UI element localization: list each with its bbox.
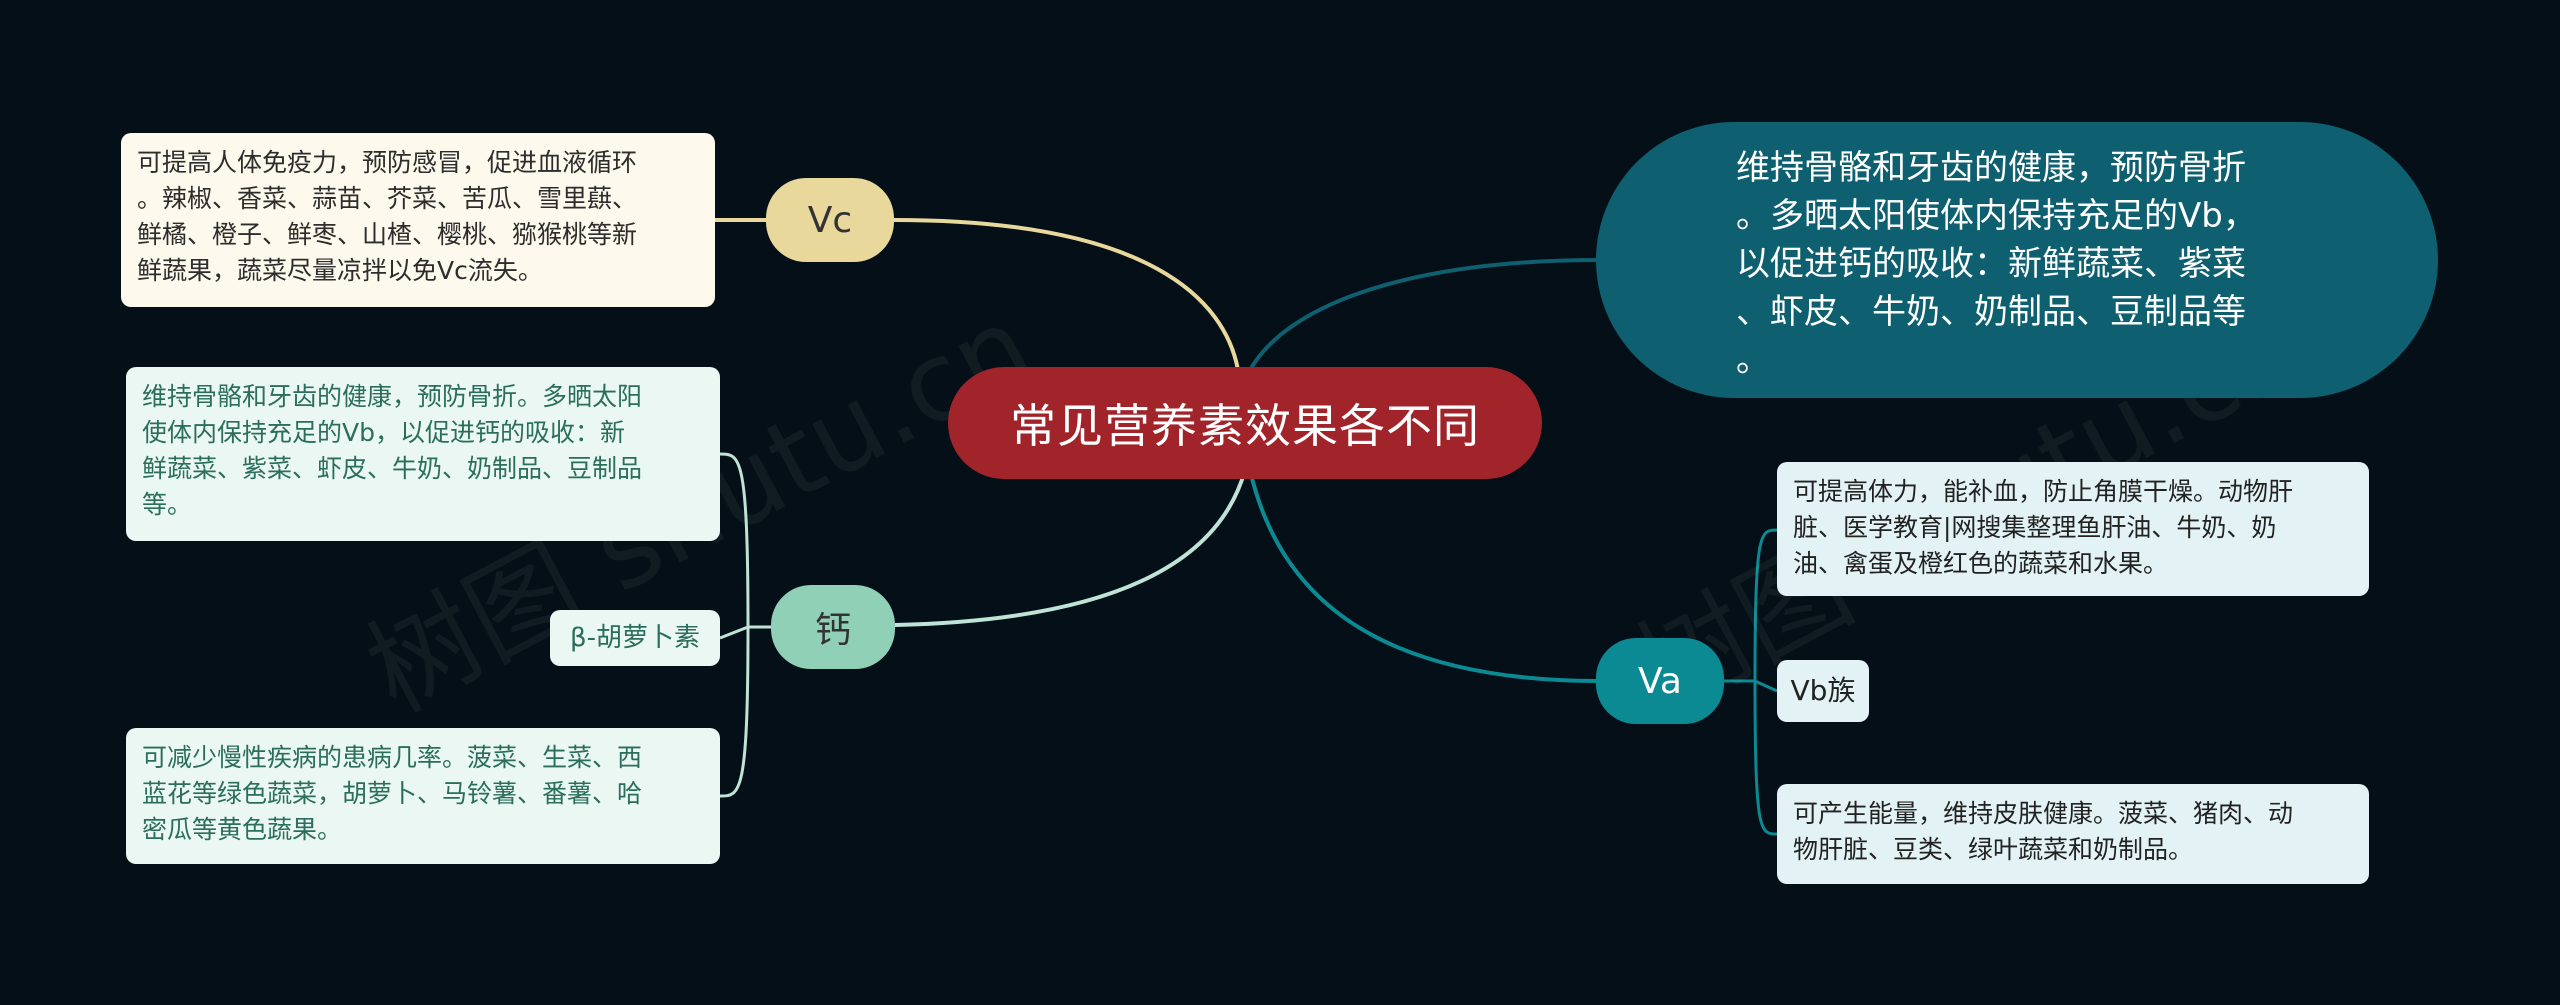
- root-topic[interactable]: 常见营养素效果各不同: [948, 367, 1542, 479]
- edge-root-vb: [1248, 258, 1601, 371]
- va-description[interactable]: 可提高体力，能补血，防止角膜干燥。动物肝 脏、医学教育|网搜集整理鱼肝油、牛奶、…: [1777, 462, 2369, 596]
- branch-va[interactable]: Va: [1596, 638, 1724, 724]
- branch-vb[interactable]: 维持骨骼和牙齿的健康，预防骨折 。多晒太阳使体内保持充足的Vb， 以促进钙的吸收…: [1596, 122, 2438, 398]
- vc-description[interactable]: 可提高人体免疫力，预防感冒，促进血液循环 。辣椒、香菜、蒜苗、芥菜、苦瓜、雪里蕻…: [121, 133, 715, 307]
- branch-vc[interactable]: Vc: [766, 178, 894, 262]
- branch-calcium[interactable]: 钙: [771, 585, 895, 669]
- vb-group-node[interactable]: Vb族: [1777, 660, 1869, 722]
- edge-root-vc: [893, 218, 1240, 371]
- edge-root-va: [1248, 469, 1597, 683]
- beta-carotene-node[interactable]: β-胡萝卜素: [550, 610, 720, 666]
- edge-calcium-children: [719, 452, 771, 798]
- vb-group-description[interactable]: 可产生能量，维持皮肤健康。菠菜、猪肉、动 物肝脏、豆类、绿叶蔬菜和奶制品。: [1777, 784, 2369, 884]
- beta-carotene-description[interactable]: 可减少慢性疾病的患病几率。菠菜、生菜、西 蓝花等绿色蔬菜，胡萝卜、马铃薯、番薯、…: [126, 728, 720, 864]
- calcium-description[interactable]: 维持骨骼和牙齿的健康，预防骨折。多晒太阳 使体内保持充足的Vb，以促进钙的吸收：…: [126, 367, 720, 541]
- edge-root-calcium: [894, 469, 1247, 627]
